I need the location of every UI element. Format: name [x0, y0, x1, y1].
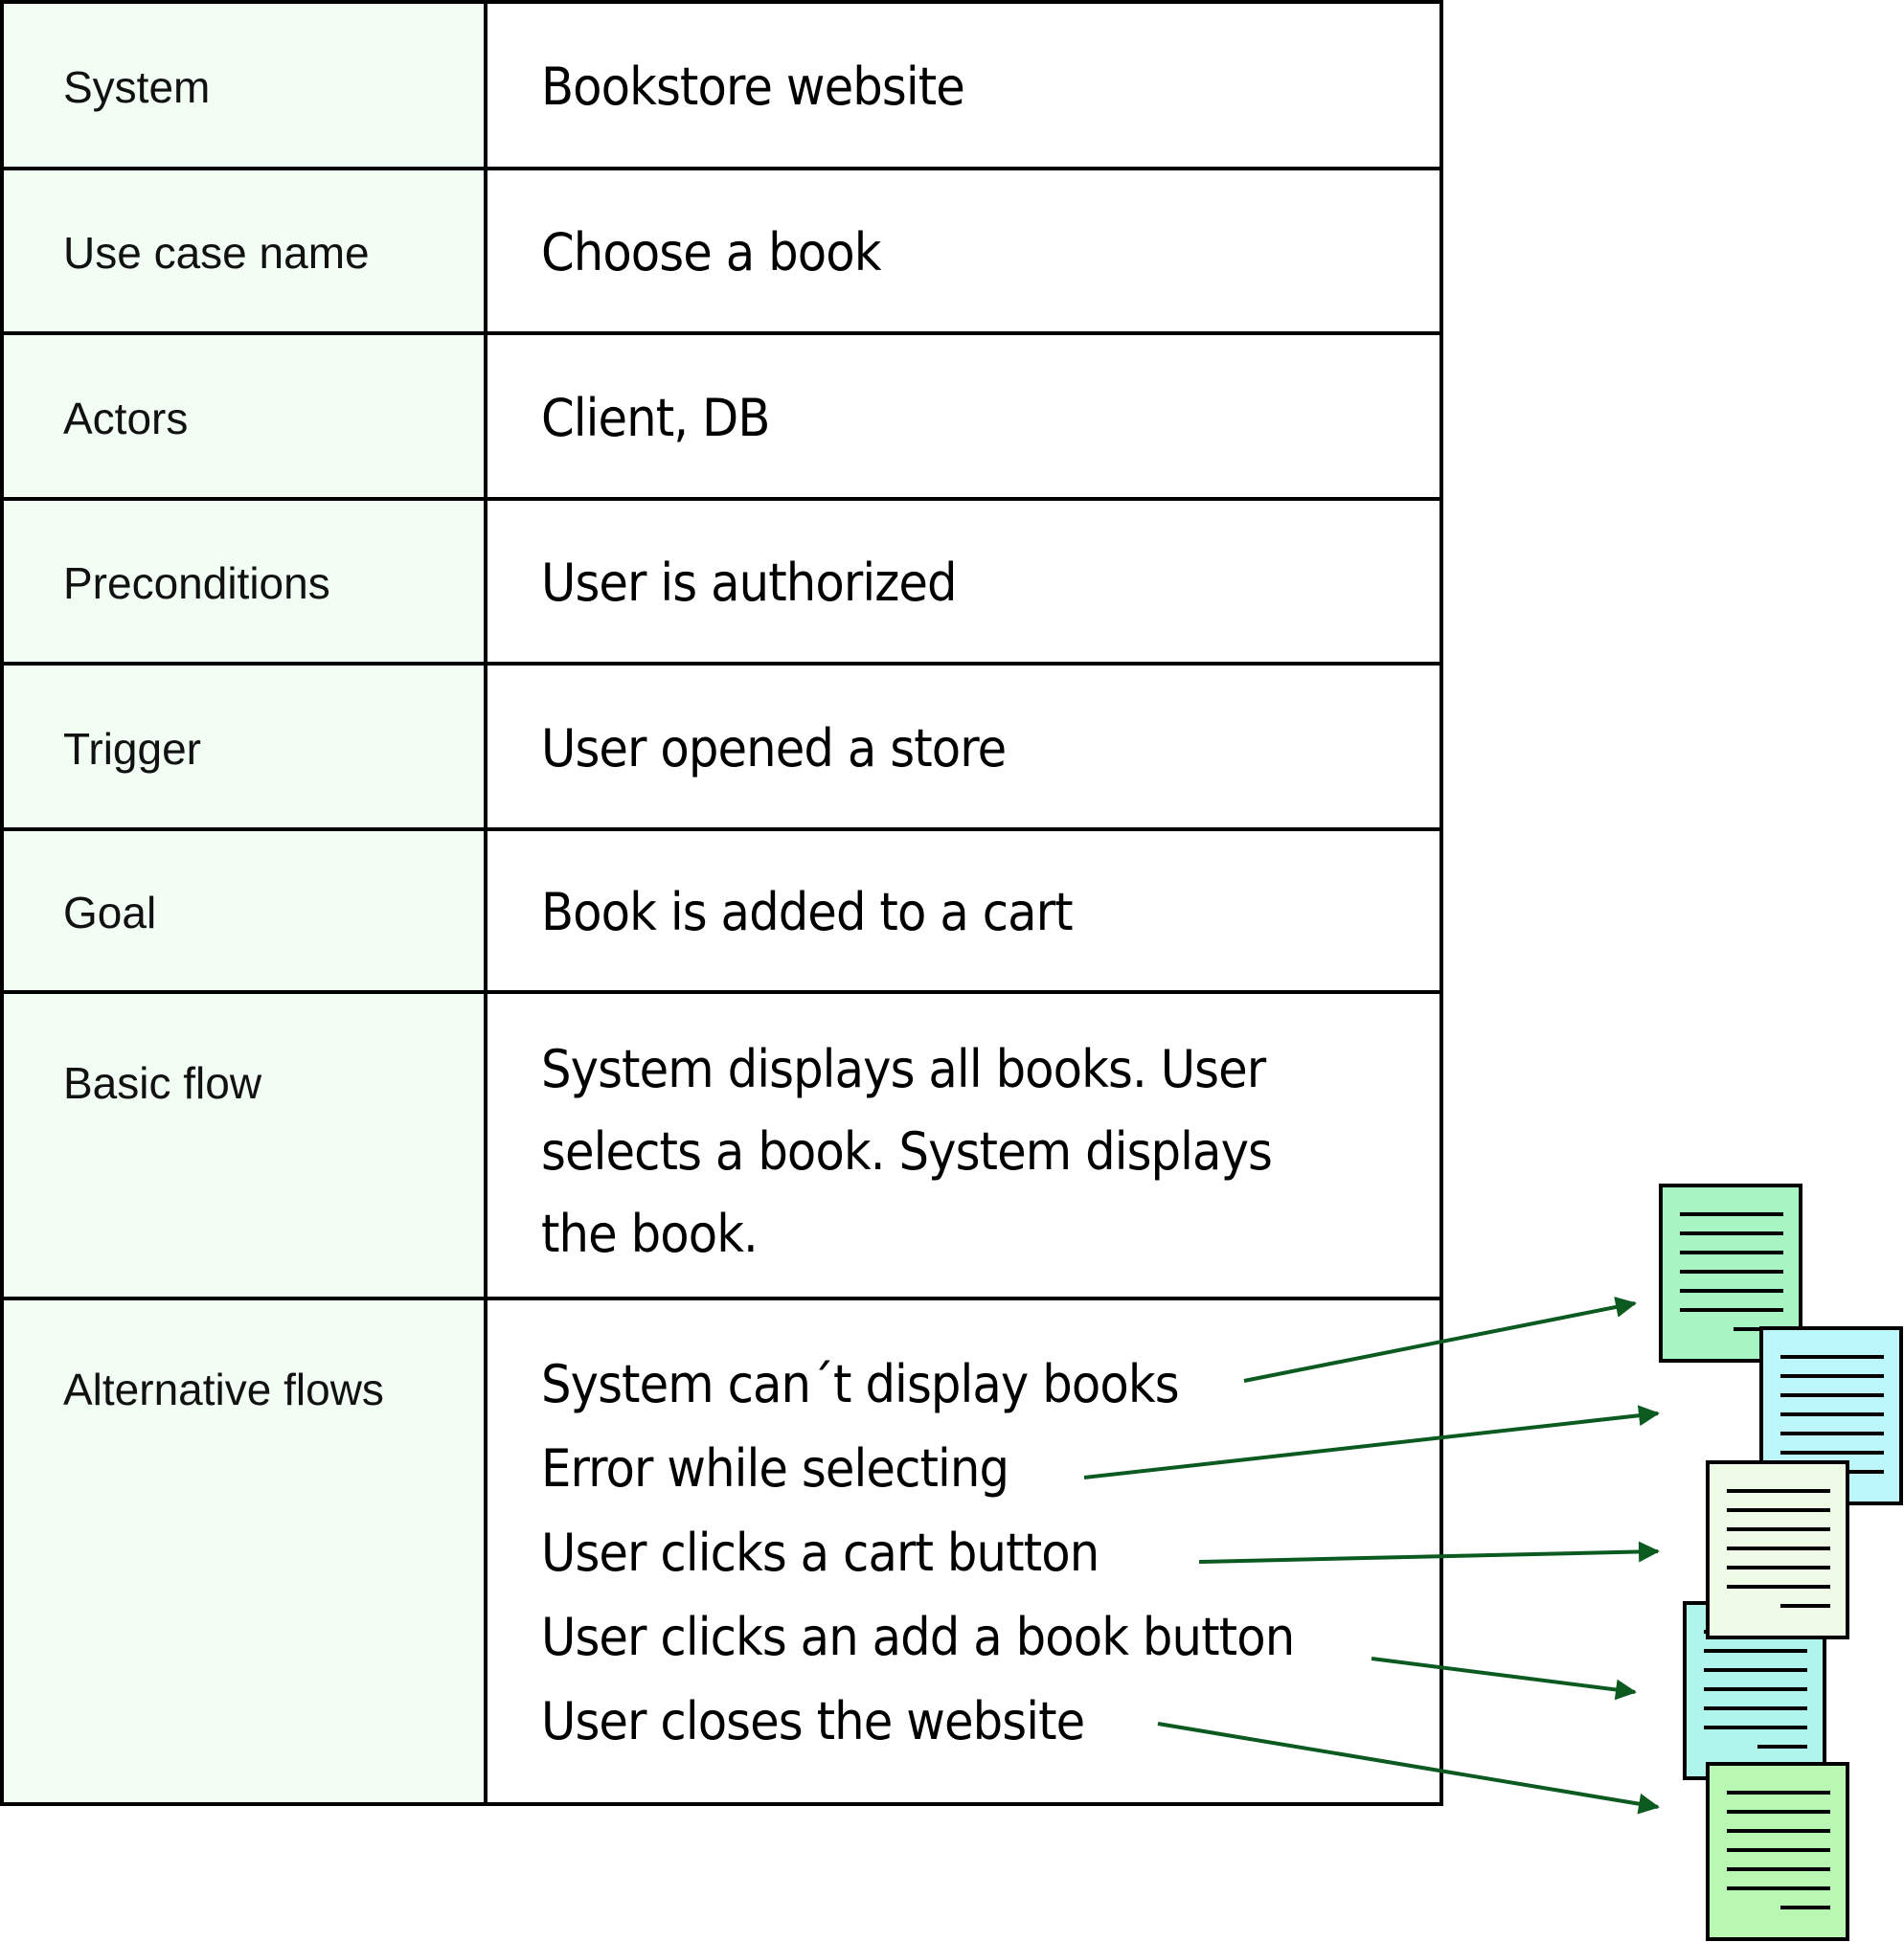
document-icon: [1706, 1460, 1849, 1639]
row-label: Preconditions: [63, 558, 330, 608]
label-cell: Alternative flows: [0, 1297, 486, 1806]
label-cell: Use case name: [0, 167, 486, 335]
document-text-line: [1727, 1489, 1830, 1493]
row-actors: Actors Client, DB: [0, 331, 1443, 501]
document-text-line: [1780, 1355, 1884, 1359]
document-text-line: [1704, 1668, 1807, 1672]
row-value: User is authorized: [541, 553, 958, 613]
document-text-line: [1704, 1726, 1807, 1729]
row-value: Bookstore website: [541, 56, 965, 117]
row-preconditions: Preconditions User is authorized: [0, 497, 1443, 666]
document-text-line: [1704, 1649, 1807, 1653]
label-cell: Actors: [0, 331, 486, 501]
document-text-line: [1780, 1393, 1884, 1397]
value-cell: Bookstore website: [484, 0, 1443, 170]
alternative-flows-list: System can´t display books Error while s…: [541, 1343, 1360, 1764]
label-cell: Preconditions: [0, 497, 486, 666]
document-text-line: [1727, 1508, 1830, 1512]
row-label: Alternative flows: [63, 1365, 384, 1414]
row-goal: Goal Book is added to a cart: [0, 827, 1443, 994]
document-text-line: [1780, 1412, 1884, 1416]
row-label: Use case name: [63, 228, 370, 278]
label-cell: Basic flow: [0, 990, 486, 1300]
document-text-line: [1727, 1886, 1830, 1890]
alt-flow-item: User clicks an add a book button: [541, 1607, 1295, 1667]
value-cell: System displays all books. User selects …: [484, 990, 1443, 1300]
document-text-line: [1834, 1470, 1884, 1474]
row-value: System displays all books. User selects …: [541, 1039, 1273, 1264]
document-text-line: [1680, 1308, 1783, 1312]
document-text-line: [1680, 1289, 1783, 1293]
document-text-line: [1704, 1687, 1807, 1691]
document-text-line: [1727, 1527, 1830, 1531]
value-cell: System can´t display books Error while s…: [484, 1297, 1443, 1806]
row-label: Basic flow: [63, 1058, 262, 1108]
value-cell: User is authorized: [484, 497, 1443, 666]
row-value: Choose a book: [541, 222, 882, 282]
value-cell: Book is added to a cart: [484, 827, 1443, 994]
document-text-line: [1757, 1745, 1807, 1749]
document-text-line: [1680, 1231, 1783, 1235]
document-text-line: [1780, 1906, 1830, 1909]
document-text-line: [1780, 1374, 1884, 1378]
document-text-line: [1680, 1212, 1783, 1216]
value-cell: Client, DB: [484, 331, 1443, 501]
document-text-line: [1680, 1251, 1783, 1254]
document-text-line: [1727, 1547, 1830, 1550]
label-cell: System: [0, 0, 486, 170]
label-cell: Goal: [0, 827, 486, 994]
row-label: Actors: [63, 393, 189, 443]
row-label: Trigger: [63, 723, 201, 774]
document-text-line: [1734, 1327, 1783, 1331]
value-cell: Choose a book: [484, 167, 1443, 335]
row-alternative-flows: Alternative flows System can´t display b…: [0, 1297, 1443, 1806]
alt-flow-item: System can´t display books: [541, 1354, 1180, 1414]
row-label: System: [63, 62, 211, 112]
document-text-line: [1680, 1270, 1783, 1274]
document-text-line: [1780, 1604, 1830, 1608]
document-text-line: [1727, 1791, 1830, 1795]
label-cell: Trigger: [0, 662, 486, 831]
alt-flow-item: User clicks a cart button: [541, 1523, 1099, 1583]
document-text-line: [1727, 1566, 1830, 1569]
row-value: Client, DB: [541, 387, 770, 448]
row-trigger: Trigger User opened a store: [0, 662, 1443, 831]
value-cell: User opened a store: [484, 662, 1443, 831]
document-icon: [1706, 1762, 1849, 1941]
document-text-line: [1727, 1810, 1830, 1814]
document-text-line: [1727, 1585, 1830, 1589]
document-text-line: [1727, 1867, 1830, 1871]
row-value: Book is added to a cart: [541, 882, 1074, 942]
document-text-line: [1727, 1848, 1830, 1852]
document-text-line: [1780, 1432, 1884, 1435]
document-text-line: [1704, 1706, 1807, 1710]
row-use-case-name: Use case name Choose a book: [0, 167, 1443, 335]
row-value: User opened a store: [541, 717, 1007, 779]
alt-flow-item: User closes the website: [541, 1691, 1085, 1751]
row-basic-flow: Basic flow System displays all books. Us…: [0, 990, 1443, 1300]
alt-flow-item: Error while selecting: [541, 1438, 1009, 1499]
row-system: System Bookstore website: [0, 0, 1443, 170]
document-text-line: [1727, 1829, 1830, 1833]
document-text-line: [1780, 1451, 1884, 1455]
row-label: Goal: [63, 888, 157, 937]
